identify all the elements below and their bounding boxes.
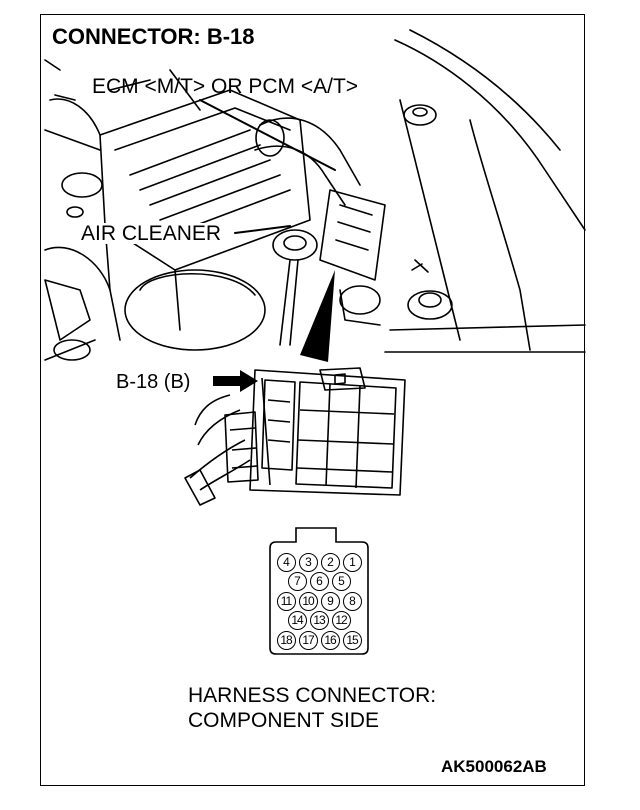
connector-pin-1: 1 (342, 552, 362, 572)
connector-pin-4: 4 (276, 552, 296, 572)
connector-pin-8: 8 (342, 591, 362, 611)
air-cleaner-label: AIR CLEANER (78, 223, 225, 244)
connector-pin-13: 13 (309, 611, 329, 630)
connector-pin-6: 6 (309, 572, 329, 591)
connector-pin-9: 9 (320, 591, 340, 611)
connector-callout-label: B-18 (B) (116, 371, 191, 393)
figure-code: AK500062AB (441, 757, 547, 776)
connector-pin-3: 3 (298, 552, 318, 572)
harness-caption-line2: COMPONENT SIDE (188, 709, 379, 732)
connector-pin-7: 7 (287, 572, 307, 591)
connector-pin-18: 18 (276, 630, 296, 650)
connector-pin-10: 10 (298, 591, 318, 611)
connector-pin-16: 16 (320, 630, 340, 650)
page-title: CONNECTOR: B-18 (52, 24, 255, 49)
harness-caption-line1: HARNESS CONNECTOR: (188, 684, 437, 707)
connector-pin-17: 17 (298, 630, 318, 650)
connector-pin-5: 5 (331, 572, 351, 591)
connector-pin-14: 14 (287, 611, 307, 630)
connector-pin-15: 15 (342, 630, 362, 650)
harness-connector-caption: HARNESS CONNECTOR: COMPONENT SIDE (188, 683, 436, 733)
connector-pin-12: 12 (331, 611, 351, 630)
connector-pin-11: 11 (276, 591, 296, 611)
ecm-label: ECM <M/T> OR PCM <A/T> (92, 75, 359, 98)
connector-pin-2: 2 (320, 552, 340, 572)
